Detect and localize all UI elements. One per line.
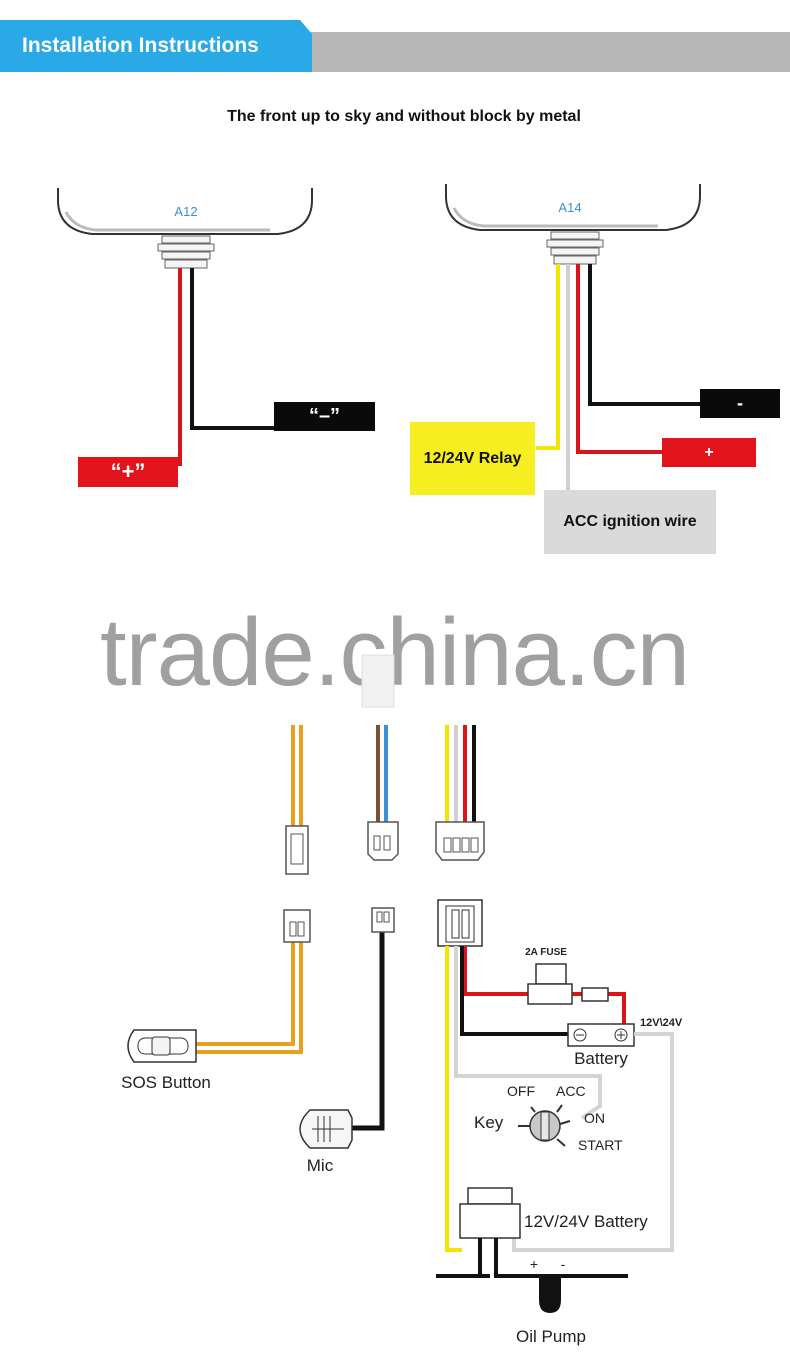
harness-connector-top	[361, 654, 395, 708]
battery-label: Battery	[574, 1049, 628, 1068]
oil-pump-label: Oil Pump	[516, 1327, 586, 1346]
battery-return-wire	[512, 1032, 674, 1252]
key-acc-label: ACC	[556, 1083, 586, 1099]
vehicle-battery-icon	[459, 1187, 521, 1239]
acc-ignition-label: ACC ignition wire	[544, 490, 716, 554]
mic-harness	[367, 725, 399, 861]
mic-label: Mic	[307, 1156, 334, 1175]
installation-note: The front up to sky and without block by…	[227, 108, 581, 125]
watermark: trade.china.cn	[100, 599, 690, 706]
a12-device	[57, 188, 313, 269]
a12-black-wire	[190, 268, 276, 430]
vehicle-battery-label: 12V/24V Battery	[524, 1212, 648, 1231]
accessory-wiring-svg: SOS Button Mic 2A FUSE Battery 12V\24V K…	[121, 654, 683, 1346]
a14-model-label: A14	[558, 200, 581, 215]
header-blue-tab	[0, 20, 312, 72]
key-label: Key	[474, 1113, 504, 1132]
fuse-icon	[527, 963, 609, 1005]
a14-black-wire	[588, 264, 702, 406]
a14-plus-tag: +	[662, 438, 756, 467]
header-title: Installation Instructions	[22, 34, 259, 57]
a14-device	[445, 184, 701, 265]
a14-yellow-wire	[536, 264, 560, 450]
a12-minus-tag: “–”	[274, 402, 375, 431]
power-harness	[435, 725, 485, 861]
a14-minus-tag: -	[700, 389, 780, 418]
mic-cable	[348, 907, 395, 1131]
voltage-label: 12V\24V	[640, 1017, 683, 1029]
sos-cable	[196, 909, 311, 1054]
key-start-label: START	[578, 1137, 623, 1153]
sos-harness	[285, 725, 309, 875]
power-connector	[437, 899, 483, 947]
oil-pump-icon	[436, 1238, 628, 1314]
plus-sign: +	[530, 1256, 538, 1272]
relay-label: 12/24V Relay	[410, 422, 535, 495]
key-off-label: OFF	[507, 1083, 535, 1099]
minus-sign: -	[561, 1256, 566, 1272]
power-plus-wire	[463, 946, 528, 996]
key-switch-icon	[518, 1104, 571, 1147]
sos-button-label: SOS Button	[121, 1073, 211, 1092]
sos-button-icon	[127, 1029, 197, 1063]
fuse-label: 2A FUSE	[525, 947, 567, 958]
section-header: Installation Instructions	[0, 20, 790, 72]
header-gray-bar	[300, 32, 790, 72]
a12-model-label: A12	[174, 204, 197, 219]
acc-wire	[454, 946, 602, 1120]
mic-icon	[299, 1109, 353, 1149]
device-wiring-svg: A12 A14	[57, 184, 702, 490]
relay-wire	[445, 946, 462, 1252]
power-minus-wire	[460, 946, 568, 1036]
battery-icon	[567, 1023, 635, 1047]
a14-red-wire	[576, 264, 662, 454]
key-on-label: ON	[584, 1110, 605, 1126]
a12-plus-tag: “+”	[78, 457, 178, 487]
